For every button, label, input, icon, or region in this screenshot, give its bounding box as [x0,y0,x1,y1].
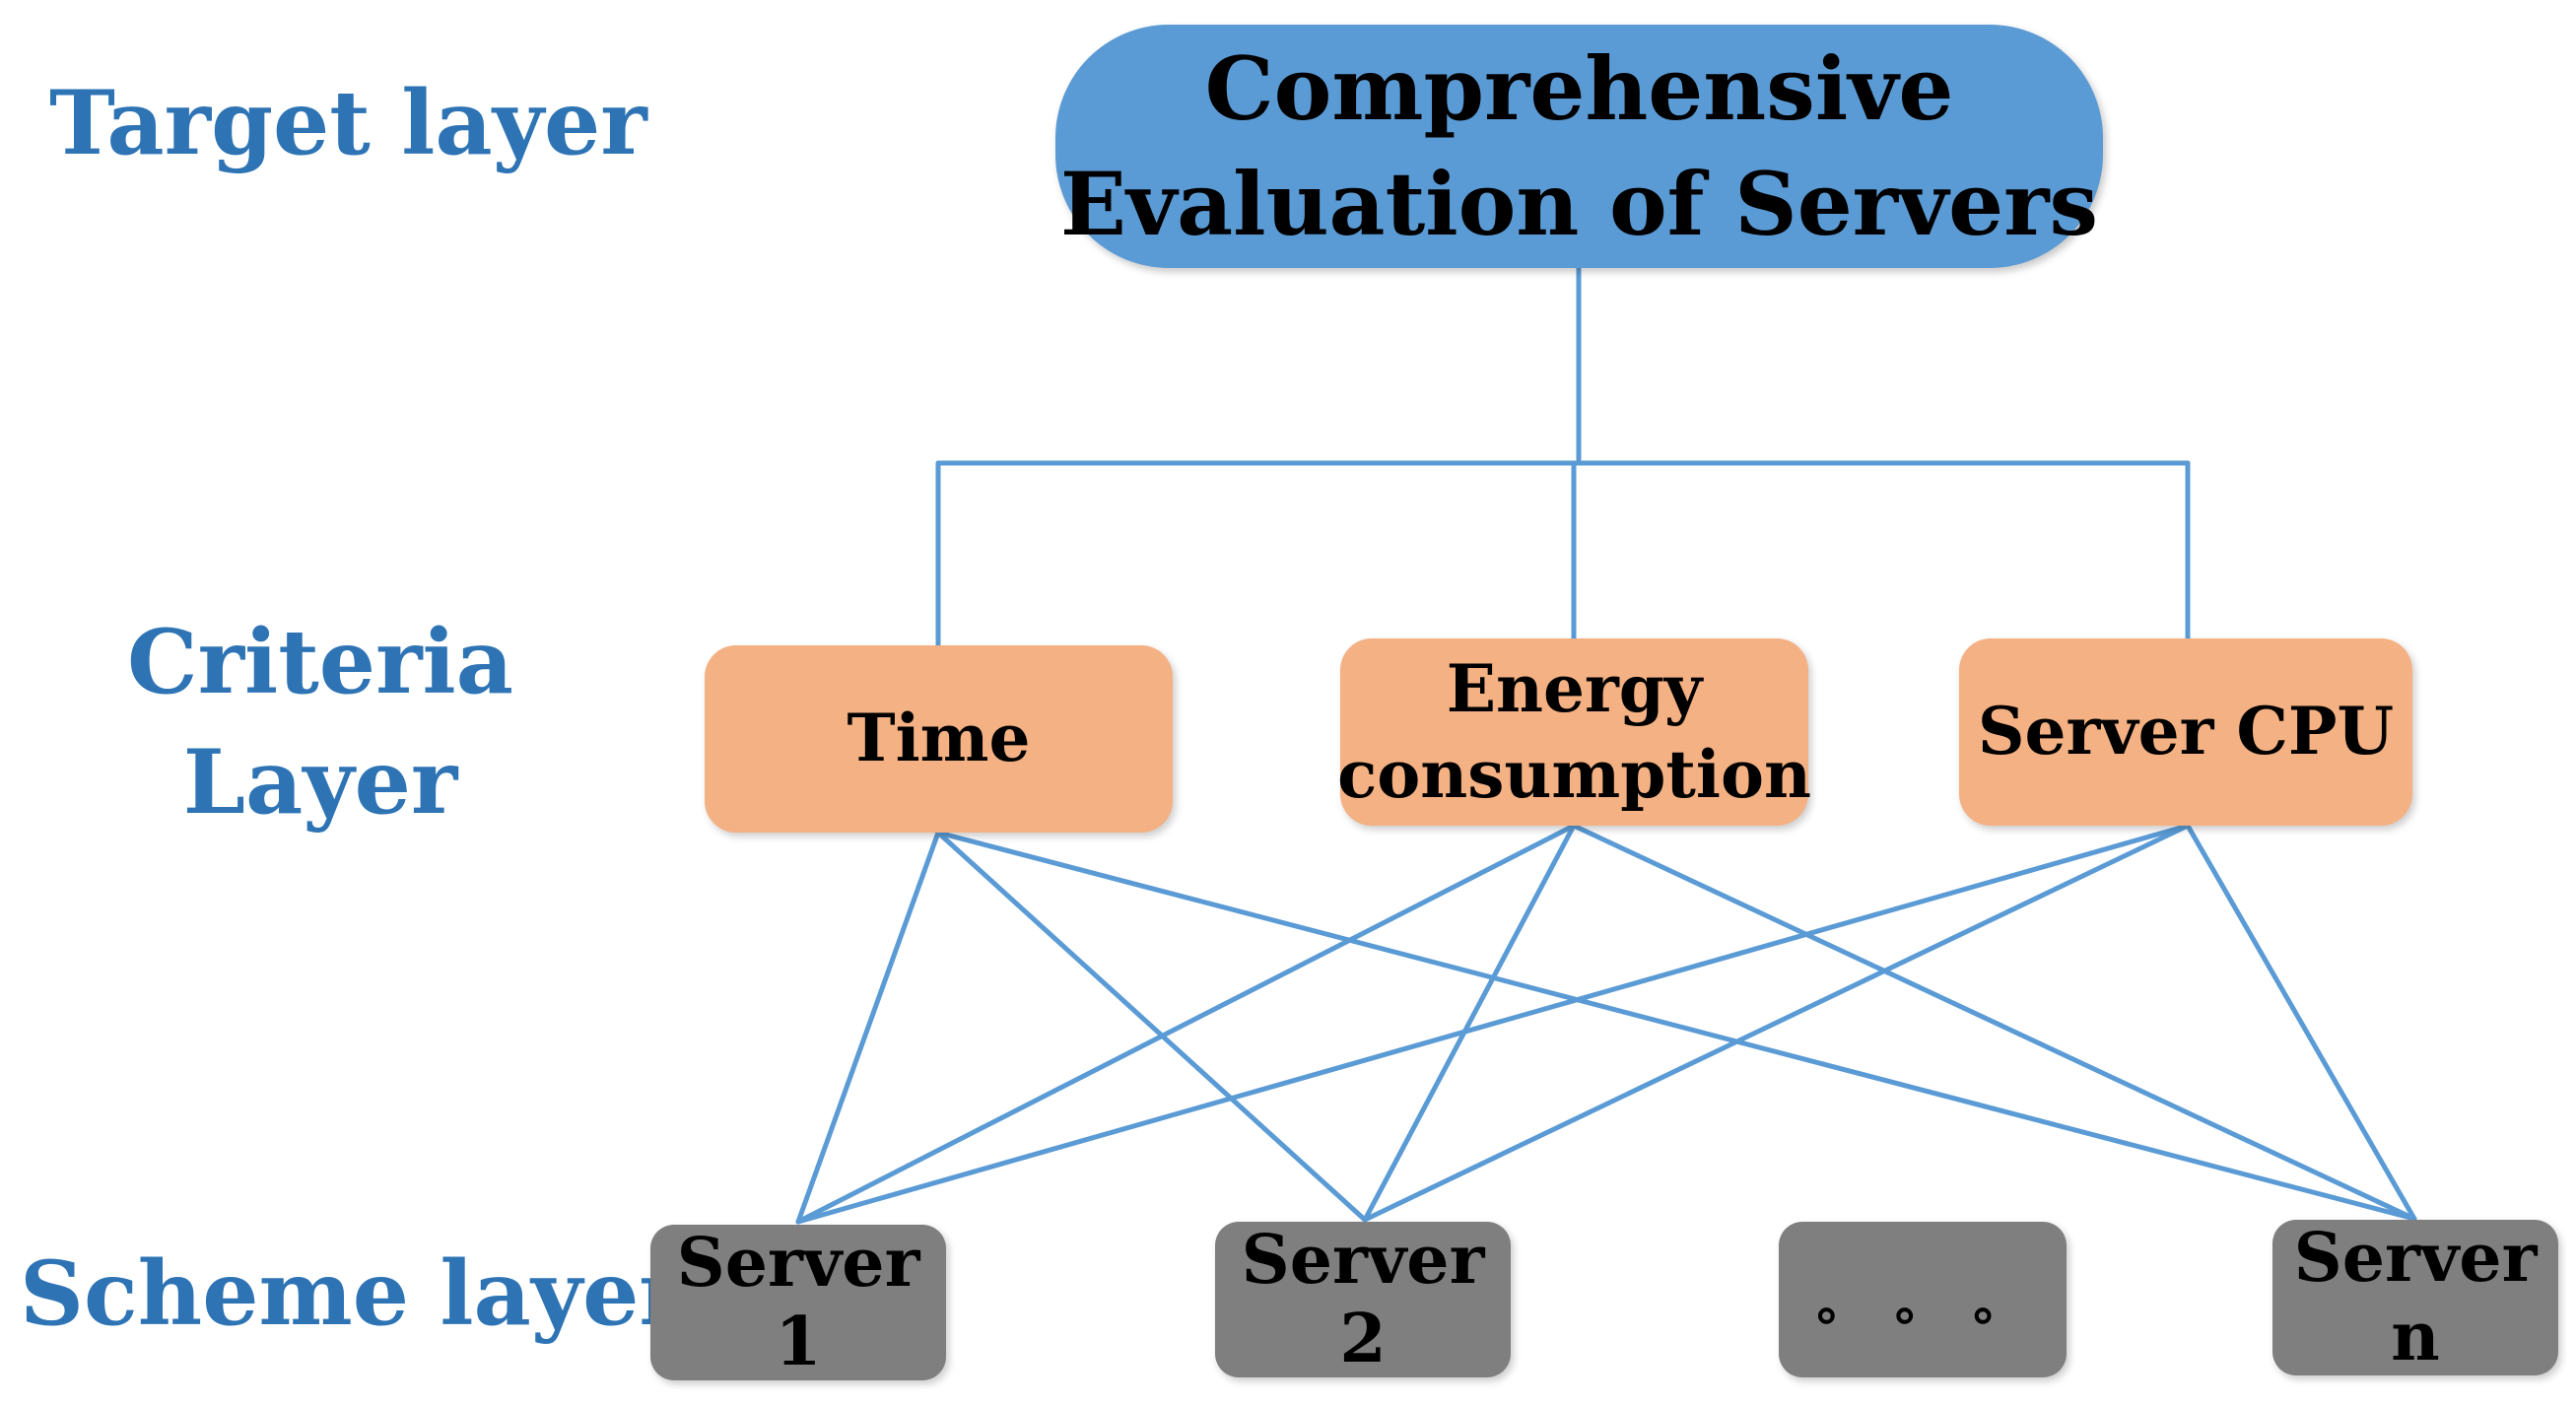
connector-energy-server-1 [795,823,1577,1225]
connector-time-server-n [935,830,2417,1222]
criterion-energy-line2: consumption [1337,736,1811,813]
scheme-node-server-n: Server n [2272,1219,2558,1376]
criterion-time-label: Time [847,700,1031,777]
connector-cpu-server-2 [1362,823,2191,1223]
criteria-layer-line2: Layer [182,729,458,835]
criterion-cpu-label: Server CPU [1977,693,2395,770]
criterion-node-time: Time [705,645,1173,833]
scheme-layer-label: Scheme layer [20,1235,686,1355]
connector-time-server-1 [795,830,941,1225]
scheme-server-1-label: Server 1 [676,1224,920,1381]
connector-cpu-server-1 [795,823,2191,1225]
goal-line1: Comprehensive [1204,37,1954,141]
connector-energy-server-2 [1362,823,1577,1223]
connector-time-server-2 [935,830,1368,1223]
scheme-server-n-label: Server n [2293,1219,2538,1376]
target-layer-text: Target layer [49,71,647,175]
scheme-server-2-label: Server 2 [1241,1221,1485,1378]
connector-energy-server-n [1571,823,2417,1222]
scheme-node-server-2: Server 2 [1215,1221,1511,1378]
goal-line2: Evaluation of Servers [1059,152,2099,255]
criteria-layer-label: Criteria Layer [94,603,547,842]
scheme-node-server-1: Server 1 [650,1224,946,1381]
scheme-ellipsis-label: 。 。 。 [1816,1274,2029,1332]
scheme-node-ellipsis: 。 。 。 [1779,1222,2067,1377]
target-layer-label: Target layer [49,64,647,184]
connector-cpu-server-n [2185,823,2417,1222]
goal-node: Comprehensive Evaluation of Servers [1055,25,2103,268]
criterion-node-energy: Energy consumption [1337,638,1811,826]
criterion-node-cpu: Server CPU [1959,638,2412,826]
criteria-layer-line1: Criteria [127,610,513,714]
criterion-energy-line1: Energy [1446,649,1703,727]
scheme-layer-text: Scheme layer [20,1241,686,1346]
